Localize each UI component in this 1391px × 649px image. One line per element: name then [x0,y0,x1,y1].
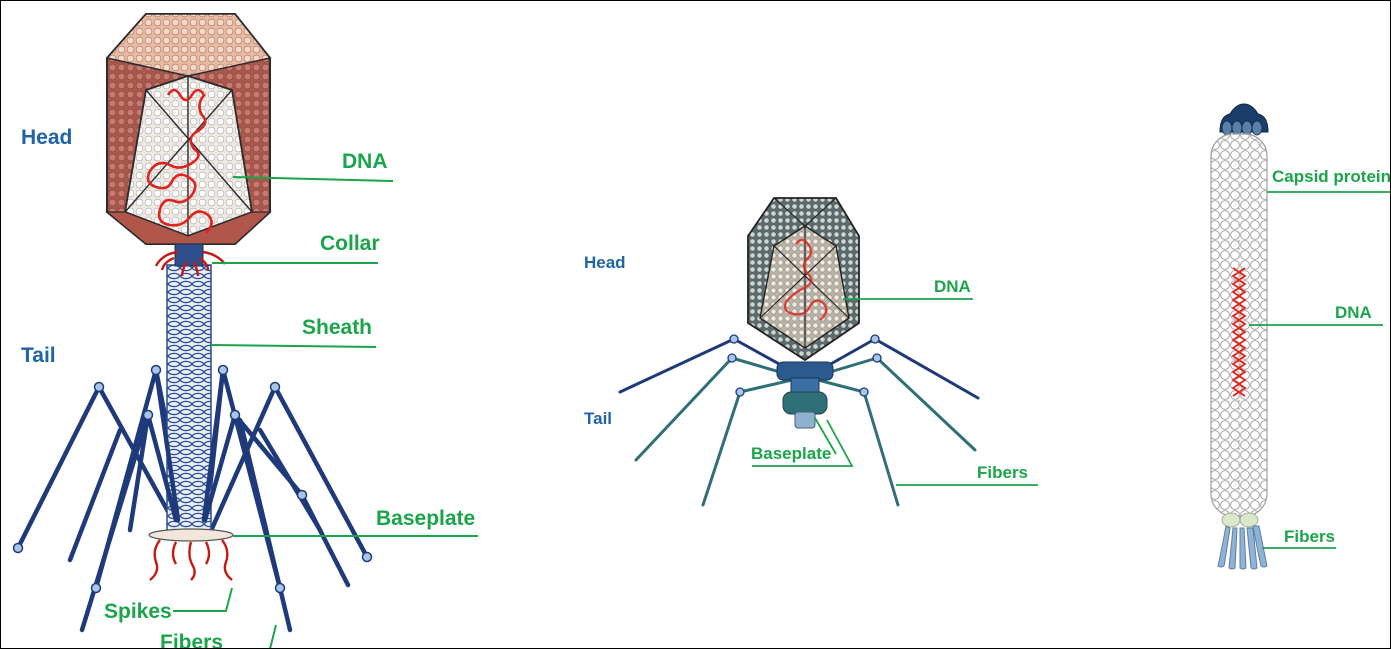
baseplate-large [149,529,233,541]
capsid-head-large [107,14,270,244]
label-capsid-protein: Capsid protein [1272,167,1391,186]
fibers-filament [1218,513,1267,569]
label-collar-large: Collar [320,232,380,255]
filament-cap [1220,104,1268,135]
filamentous-phage: Capsid protein DNA Fibers [1211,104,1391,569]
label-fibers-small: Fibers [977,463,1028,482]
leader-lines-filament [1249,192,1391,548]
tailed-phage-large: Head Tail DNA Collar Sheath Baseplate Sp… [14,14,479,649]
label-spikes-large: Spikes [104,600,172,623]
label-fibers-filament: Fibers [1284,527,1335,546]
label-dna-filament: DNA [1335,303,1372,322]
capsid-head-small [748,198,859,360]
baseplate-small [777,362,833,428]
label-tail-small: Tail [584,409,612,428]
label-baseplate-small: Baseplate [751,444,831,463]
spikes [150,540,232,580]
label-baseplate-large: Baseplate [376,507,475,530]
label-head-large: Head [21,126,72,149]
tailed-phage-small: Head Tail DNA Baseplate Fibers [584,198,1038,505]
label-head-small: Head [584,253,626,272]
label-dna-large: DNA [342,150,388,173]
label-dna-small: DNA [934,277,971,296]
label-tail-large: Tail [21,344,56,367]
label-sheath-large: Sheath [302,316,372,339]
label-fibers-large: Fibers [160,631,223,649]
